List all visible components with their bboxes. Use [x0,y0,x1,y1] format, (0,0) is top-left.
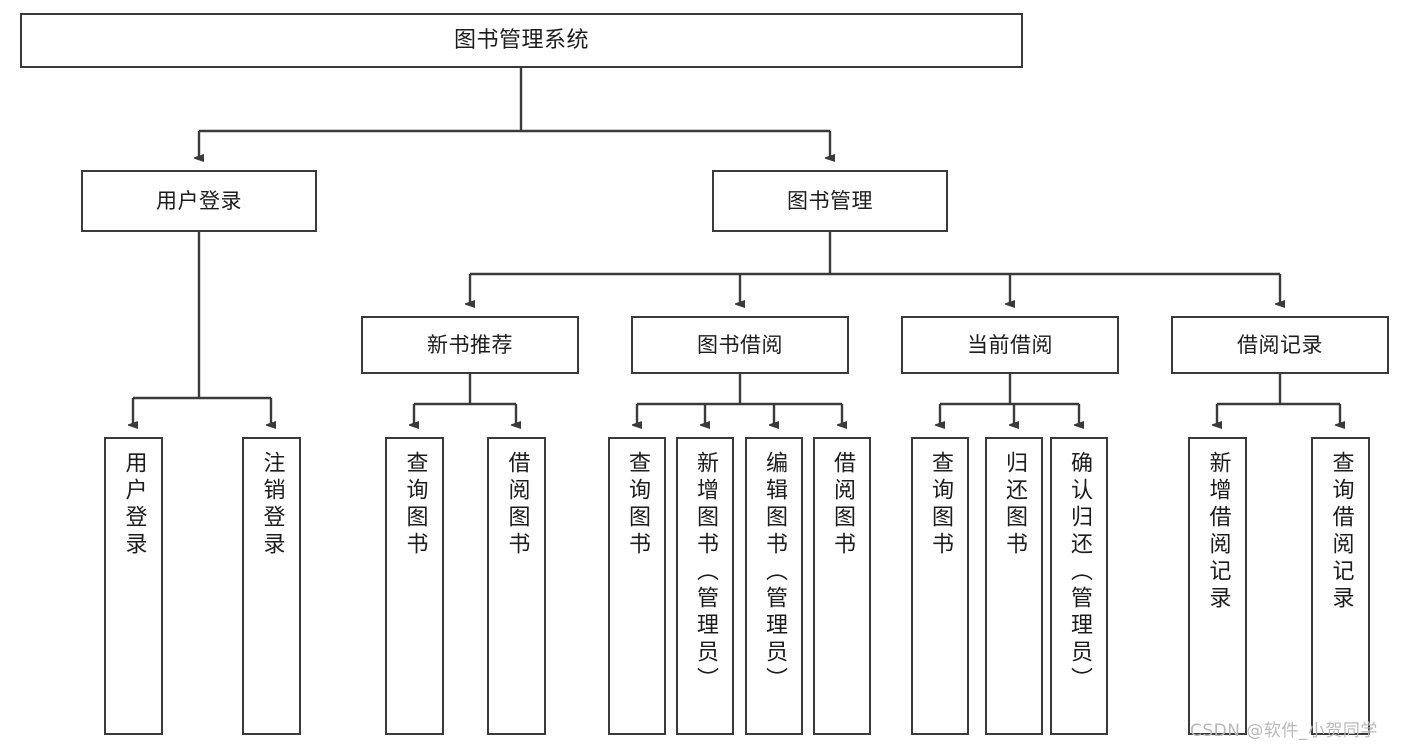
node-label: 借阅图书 [830,451,855,559]
node-label: 借阅图书 [504,451,530,559]
node-label: 新增借阅记录 [1205,451,1231,613]
node-leaf-borrow-book-2[interactable]: 借阅图书 [813,437,871,735]
node-label: 用户登录 [121,451,147,559]
node-leaf-query-book-1[interactable]: 查询图书 [385,437,444,735]
node-new-book-rec[interactable]: 新书推荐 [361,316,579,374]
node-leaf-borrow-book-1[interactable]: 借阅图书 [487,437,546,735]
node-book-borrow[interactable]: 图书借阅 [631,316,849,374]
node-label: 归还图书 [1002,451,1027,559]
node-leaf-return-book[interactable]: 归还图书 [985,437,1043,735]
node-label: 注销登录 [259,451,285,559]
node-label: 图书管理 [787,188,873,213]
node-leaf-logout[interactable]: 注销登录 [242,437,301,735]
node-leaf-confirm-return[interactable]: 确认归还（管理员） [1050,437,1108,735]
node-label: 编辑图书（管理员） [762,451,787,694]
node-label: 用户登录 [156,188,242,213]
node-user-login[interactable]: 用户登录 [81,170,317,232]
node-borrow-record[interactable]: 借阅记录 [1171,316,1389,374]
node-label: 新书推荐 [427,332,513,357]
node-leaf-add-record[interactable]: 新增借阅记录 [1188,437,1247,735]
node-label: 当前借阅 [967,332,1053,357]
node-label: 查询借阅记录 [1328,451,1354,613]
node-label: 图书借阅 [697,332,783,357]
node-leaf-query-book-2[interactable]: 查询图书 [608,437,666,735]
node-leaf-query-record[interactable]: 查询借阅记录 [1311,437,1370,735]
node-root-system[interactable]: 图书管理系统 [20,13,1023,68]
node-current-borrow[interactable]: 当前借阅 [901,316,1119,374]
node-label: 确认归还（管理员） [1067,451,1092,694]
node-leaf-add-book[interactable]: 新增图书（管理员） [676,437,734,735]
node-label: 查询图书 [402,451,428,559]
node-label: 图书管理系统 [453,27,589,53]
node-label: 查询图书 [928,451,953,559]
node-label: 查询图书 [625,451,650,559]
node-label: 借阅记录 [1237,332,1323,357]
node-label: 新增图书（管理员） [693,451,718,694]
node-leaf-user-login[interactable]: 用户登录 [104,437,163,735]
node-leaf-edit-book[interactable]: 编辑图书（管理员） [745,437,803,735]
node-book-manage[interactable]: 图书管理 [712,170,948,232]
node-leaf-query-book-3[interactable]: 查询图书 [911,437,969,735]
